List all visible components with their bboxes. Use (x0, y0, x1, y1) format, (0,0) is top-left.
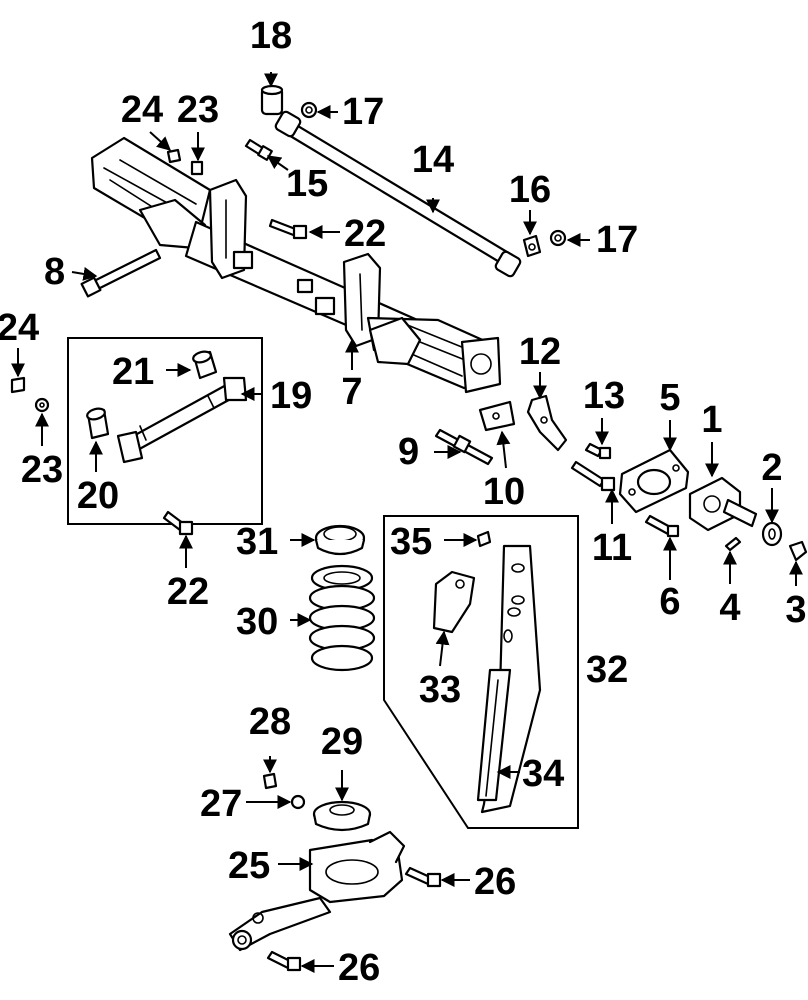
clip-24b-icon (10, 376, 26, 394)
callout-25: 25 (228, 845, 270, 887)
callout-26b: 26 (338, 947, 380, 989)
callout-6: 6 (659, 581, 680, 623)
callout-23b: 23 (21, 449, 63, 491)
coil-spring-icon (308, 564, 376, 672)
nut-3-icon (788, 540, 808, 562)
insulator-31-icon (314, 524, 366, 556)
group-box-32 (383, 515, 579, 829)
bolt-8-icon (80, 248, 162, 298)
callout-3: 3 (785, 589, 806, 631)
spindle-1-icon (688, 476, 758, 532)
callout-13: 13 (583, 375, 625, 417)
bolt-6-icon (644, 514, 680, 538)
callout-30: 30 (236, 601, 278, 643)
clip-24a-icon (166, 148, 182, 164)
nut-17b-icon (549, 229, 567, 247)
bushing-20-icon (86, 407, 110, 440)
callout-1: 1 (701, 399, 722, 441)
bolt-22a-icon (268, 218, 308, 240)
callout-15: 15 (286, 163, 328, 205)
lower-control-arm-icon (228, 830, 406, 952)
callout-29: 29 (321, 721, 363, 763)
callout-4: 4 (719, 587, 740, 629)
clip-35-icon (476, 530, 492, 548)
callout-16: 16 (509, 169, 551, 211)
nut-17a-icon (300, 101, 318, 119)
callout-34: 34 (522, 753, 564, 795)
bolt-11-icon (570, 460, 616, 492)
callout-26a: 26 (474, 861, 516, 903)
callout-20: 20 (77, 475, 119, 517)
cotter-pin-4-icon (724, 536, 742, 552)
plate-10-icon (478, 400, 516, 432)
callout-33: 33 (419, 669, 461, 711)
callout-24b: 24 (0, 307, 39, 349)
callout-2: 2 (761, 447, 782, 489)
callout-22b: 22 (167, 571, 209, 613)
bolt-26a-icon (404, 866, 442, 888)
bolt-22b-icon (162, 510, 194, 536)
control-arm-19-icon (116, 376, 248, 464)
callout-12: 12 (519, 331, 561, 373)
callout-32: 32 (586, 649, 628, 691)
bracket-16-icon (522, 234, 542, 258)
nut-27-icon (290, 794, 306, 810)
callout-7: 7 (341, 371, 362, 413)
bracket-33-icon (432, 570, 476, 634)
washer-2-icon (761, 521, 783, 547)
bolt-13-icon (584, 442, 612, 460)
callout-28: 28 (249, 701, 291, 743)
group-box-19 (67, 337, 263, 525)
nut-23b-icon (34, 397, 50, 413)
callout-10: 10 (483, 471, 525, 513)
callout-11: 11 (592, 527, 632, 569)
callout-31: 31 (236, 521, 278, 563)
bolt-9-icon (434, 428, 494, 466)
callout-22a: 22 (344, 213, 386, 255)
nut-23a-icon (190, 160, 204, 176)
spring-seat-29-icon (312, 800, 372, 832)
callout-27: 27 (200, 783, 242, 825)
callout-5: 5 (659, 377, 680, 419)
callout-17b: 17 (596, 219, 638, 261)
callout-labels: 18 17 17 14 15 16 24 23 22 8 7 24 23 21 … (0, 15, 807, 989)
callout-9: 9 (398, 431, 419, 473)
bushing-18-icon (260, 84, 284, 116)
callout-23a: 23 (177, 89, 219, 131)
clip-28-icon (262, 772, 278, 790)
bolt-15-icon (244, 138, 273, 161)
callout-21: 21 (112, 351, 154, 393)
callout-24a: 24 (121, 89, 163, 131)
callout-18: 18 (250, 15, 292, 57)
gasket-5-icon (618, 448, 690, 514)
bracket-12-icon (526, 394, 568, 452)
bolt-26b-icon (266, 950, 302, 972)
callout-19: 19 (270, 375, 312, 417)
callout-14: 14 (412, 139, 454, 181)
callout-35: 35 (390, 521, 432, 563)
callout-8: 8 (44, 251, 65, 293)
axle-housing-icon (90, 136, 502, 394)
shock-absorber-icon (476, 544, 542, 814)
bushing-21-icon (192, 350, 218, 380)
callout-17a: 17 (342, 91, 384, 133)
leader-lines (11, 72, 803, 973)
